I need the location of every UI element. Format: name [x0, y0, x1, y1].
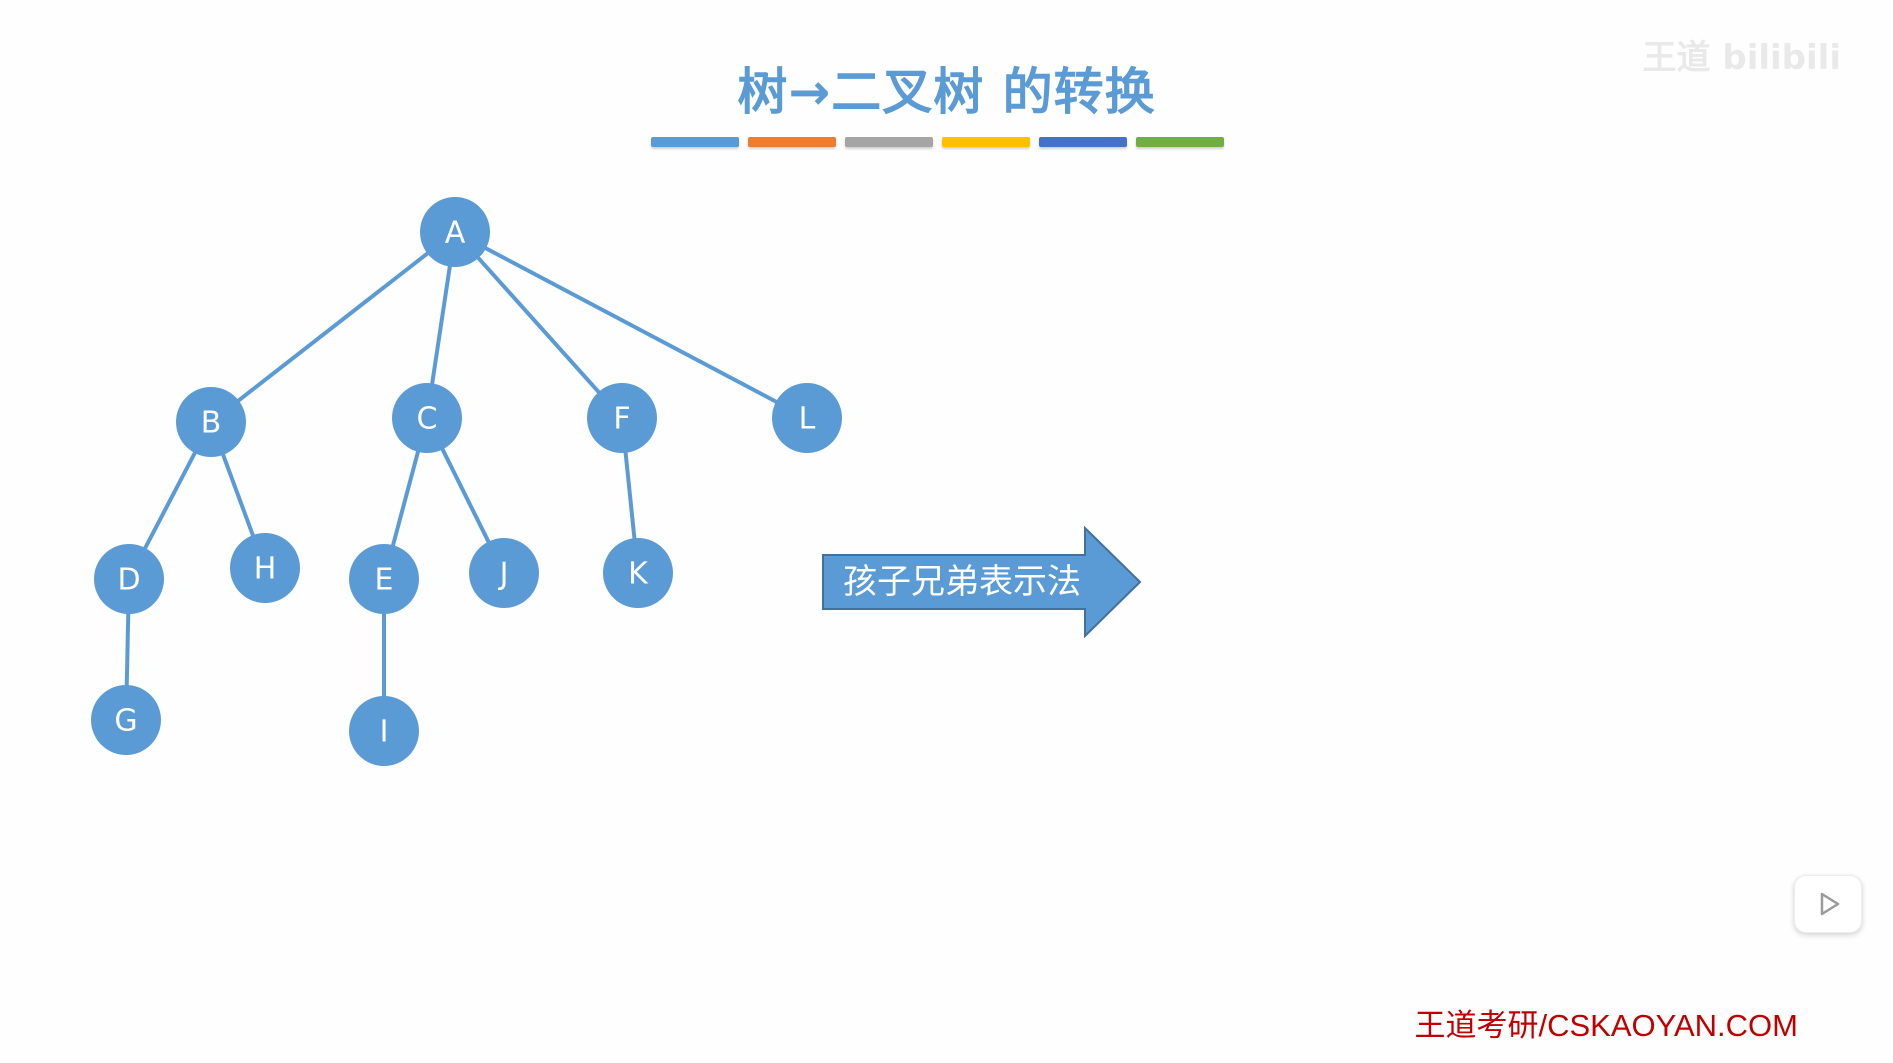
tree-node-label: F	[613, 402, 630, 437]
tree-node-label: H	[254, 552, 277, 587]
conversion-arrow-label: 孩子兄弟表示法	[843, 562, 1081, 602]
title-color-bar	[1136, 137, 1224, 147]
tree-node-B: B	[176, 387, 246, 457]
tree-node-circle	[587, 383, 657, 453]
tree-node-circle	[392, 383, 462, 453]
tree-node-circle	[91, 685, 161, 755]
tree-node-K: K	[603, 538, 673, 608]
tree-edge-C-J	[439, 446, 492, 545]
tree-node-circle	[349, 696, 419, 766]
tree-node-circle	[469, 538, 539, 608]
title-color-bar	[1039, 137, 1127, 147]
tree-node-circle	[349, 544, 419, 614]
tree-node-label: A	[445, 216, 466, 251]
tree-edge-A-L	[483, 245, 779, 405]
tree-node-G: G	[91, 685, 161, 755]
tree-node-label: D	[117, 563, 140, 598]
tree-edge-A-F	[475, 255, 602, 395]
tree-edge-A-B	[235, 250, 431, 404]
tree-edge-A-C	[429, 264, 453, 386]
bilibili-watermark: 王道 bilibili	[1642, 38, 1841, 78]
tree-node-circle	[772, 383, 842, 453]
tree-node-J: J	[469, 538, 539, 608]
tree-node-label: I	[380, 715, 389, 750]
tree-node-F: F	[587, 383, 657, 453]
tree-node-circle	[176, 387, 246, 457]
title-color-bar	[748, 137, 836, 147]
conversion-arrow-shape	[822, 525, 1142, 639]
tree-node-label: E	[375, 563, 394, 598]
tree-node-label: K	[628, 557, 649, 592]
conversion-arrow: 孩子兄弟表示法	[822, 525, 1142, 639]
tree-node-circle	[94, 544, 164, 614]
tree-node-label: C	[417, 402, 438, 437]
tree-node-circle	[420, 197, 490, 267]
tree-edge-B-D	[142, 450, 198, 551]
tree-node-I: I	[349, 696, 419, 766]
tree-node-label: L	[799, 402, 816, 437]
tree-node-H: H	[230, 533, 300, 603]
footer-credit: 王道考研/CSKAOYAN.COM	[1414, 1008, 1798, 1043]
title-color-bar	[651, 137, 739, 147]
slide-title: 树→二叉树 的转换	[737, 63, 1156, 121]
tree-node-circle	[603, 538, 673, 608]
tree-node-A: A	[420, 197, 490, 267]
title-color-bar	[942, 137, 1030, 147]
play-icon	[1820, 892, 1840, 916]
tree-edges	[124, 245, 779, 698]
tree-nodes: A B C F L D H E J K G I	[91, 197, 842, 766]
tree-edge-D-G	[124, 611, 131, 688]
title-color-bar	[845, 137, 933, 147]
tree-node-label: G	[114, 704, 137, 739]
title-color-bars	[651, 137, 1224, 147]
tree-node-E: E	[349, 544, 419, 614]
tree-node-L: L	[772, 383, 842, 453]
tree-node-C: C	[392, 383, 462, 453]
tree-node-label: J	[498, 557, 509, 592]
play-button[interactable]	[1794, 875, 1862, 933]
tree-edge-F-K	[623, 450, 637, 541]
tree-edge-C-E	[390, 449, 421, 548]
tree-edge-B-H	[220, 452, 256, 538]
tree-node-circle	[230, 533, 300, 603]
tree-node-D: D	[94, 544, 164, 614]
tree-node-label: B	[201, 406, 222, 441]
